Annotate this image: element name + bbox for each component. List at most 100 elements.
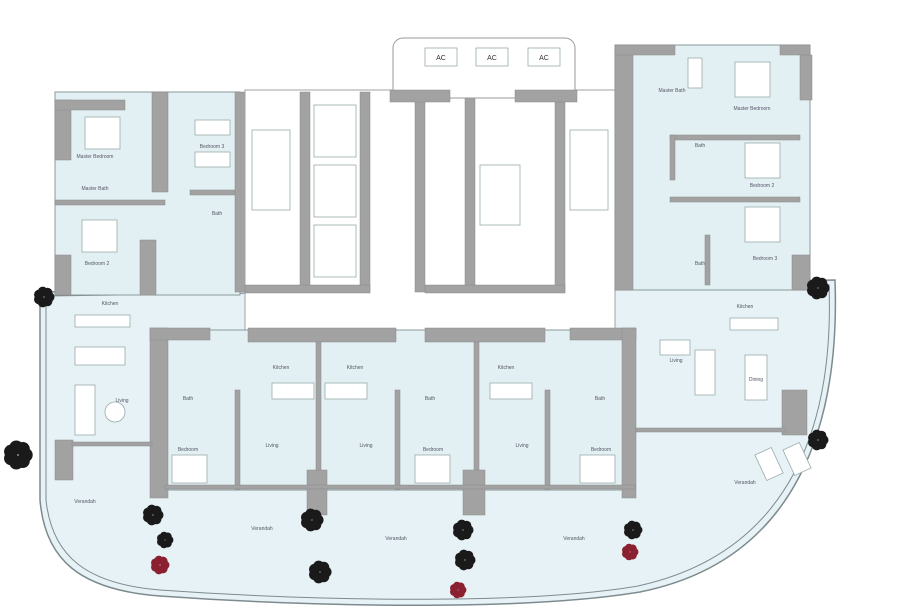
wall — [54, 439, 74, 481]
bed — [744, 206, 781, 243]
room-label: Living — [265, 443, 278, 449]
ac-enclosure — [392, 37, 576, 99]
wall — [151, 91, 169, 193]
bed — [84, 116, 121, 150]
shaft — [479, 164, 521, 226]
room-label: Bath — [183, 396, 194, 402]
lower-unit-labels: Bath Bedroom Kitchen Living Kitchen Livi… — [178, 365, 611, 453]
right-living-labels: Kitchen Living Dining Verandah — [669, 304, 763, 486]
upper-right-labels: Master Bath Master Bedroom Bath Bedroom … — [659, 88, 778, 267]
lounge-chair — [782, 441, 812, 477]
wall — [315, 341, 322, 483]
room-label: Verandah — [251, 526, 273, 532]
room-label: Verandah — [74, 499, 96, 505]
room-label: Master Bedroom — [77, 154, 114, 160]
tree-leaf — [461, 520, 472, 531]
room-label: Bath — [595, 396, 606, 402]
upper-right-unit-floor — [614, 44, 811, 291]
left-living-labels: Kitchen Living Verandah — [74, 301, 128, 505]
wall — [394, 389, 401, 491]
bed — [171, 454, 208, 484]
tree-leaf — [310, 509, 322, 521]
upper-left-labels: Master Bedroom Master Bath Bedroom 2 Bed… — [77, 144, 225, 267]
ac-label: AC — [436, 55, 446, 62]
room-label: Living — [115, 398, 128, 404]
tree-icon — [807, 276, 830, 300]
elevator — [313, 104, 357, 158]
elevator — [313, 224, 357, 278]
tree-leaf — [42, 287, 53, 298]
room-label: Kitchen — [347, 365, 364, 371]
ac-unit — [424, 47, 458, 67]
bed — [414, 454, 451, 484]
tree-icon — [157, 531, 174, 549]
elevator — [313, 164, 357, 218]
wall — [389, 89, 451, 103]
wall — [669, 196, 801, 203]
trees — [4, 276, 830, 599]
wall — [704, 234, 711, 286]
wall — [544, 389, 551, 491]
wall — [234, 389, 241, 491]
room-label: Living — [669, 358, 682, 364]
dining-table — [489, 382, 533, 400]
room-label: Dining — [749, 377, 763, 383]
flowering-tree-icon — [151, 555, 170, 575]
dining-table — [74, 346, 126, 366]
wall — [462, 469, 486, 516]
wall — [164, 484, 636, 490]
tree-leaf — [318, 561, 330, 573]
kitchen-island — [729, 317, 779, 331]
ac-unit — [527, 47, 561, 67]
room-label: Bedroom 2 — [85, 261, 110, 267]
wall — [614, 44, 676, 56]
room-label: Master Bedroom — [734, 106, 771, 112]
room-label: Bath — [695, 143, 706, 149]
wall — [621, 327, 637, 499]
wall — [799, 54, 813, 101]
bed — [744, 142, 781, 179]
room-label: Bedroom — [591, 447, 611, 453]
tree-leaf — [158, 556, 168, 566]
tree-icon — [4, 440, 33, 470]
tree-icon — [301, 508, 324, 532]
verandah-labels: Verandah Verandah Verandah — [251, 526, 585, 542]
room-label: Bedroom — [423, 447, 443, 453]
tree-leaf — [463, 550, 474, 561]
dining-table — [324, 382, 368, 400]
room-label: Kitchen — [498, 365, 515, 371]
wall — [54, 254, 72, 296]
wall — [464, 91, 476, 293]
wall — [189, 189, 236, 196]
wall — [514, 89, 578, 103]
wall — [669, 134, 801, 141]
tree-icon — [309, 560, 332, 584]
wall — [473, 341, 480, 483]
room-label: Kitchen — [273, 365, 290, 371]
room-label: Verandah — [563, 536, 585, 542]
room-label: Verandah — [385, 536, 407, 542]
tree-leaf — [151, 505, 162, 516]
ac-label: AC — [539, 55, 549, 62]
room-label: Master Bath — [82, 186, 109, 192]
tree-icon — [455, 549, 476, 571]
tree-leaf — [816, 277, 828, 289]
room-label: Bedroom 2 — [750, 183, 775, 189]
wall — [149, 327, 169, 499]
sofa — [74, 384, 96, 436]
room-label: Verandah — [734, 480, 756, 486]
tree-icon — [34, 286, 55, 308]
wall — [71, 441, 153, 447]
flowering-tree-icon — [622, 543, 639, 561]
wall — [669, 134, 676, 181]
wall — [149, 327, 211, 341]
coffee-table — [104, 401, 126, 423]
wall — [359, 91, 371, 293]
wall — [244, 284, 371, 294]
room-label: Bedroom — [178, 447, 198, 453]
tree-leaf — [631, 521, 641, 531]
bed — [194, 151, 231, 168]
bed — [81, 219, 118, 253]
kitchen-island — [74, 314, 131, 328]
